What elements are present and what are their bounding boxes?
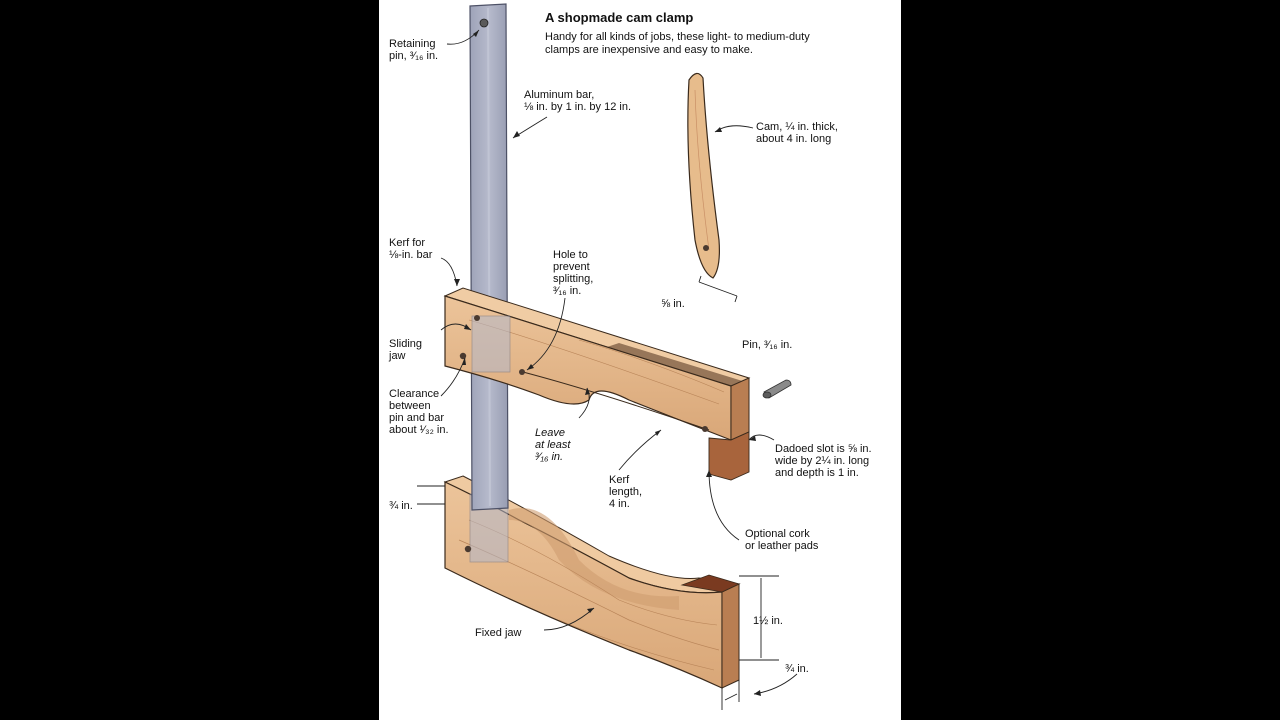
label-aluminum-bar: Aluminum bar,⅛ in. by 1 in. by 12 in. bbox=[524, 89, 632, 113]
label-pin: Pin, ³⁄₁₆ in. bbox=[742, 339, 793, 351]
cam bbox=[687, 72, 720, 279]
diagram-page: A shopmade cam clamp Handy for all kinds… bbox=[379, 0, 901, 720]
label-cam-width: ⅝ in. bbox=[661, 298, 685, 310]
label-jaw-depth: ¾ in. bbox=[785, 663, 809, 675]
clamp-illustration bbox=[417, 3, 798, 710]
label-fixed-jaw: Fixed jaw bbox=[475, 627, 522, 639]
diagram-subtitle: Handy for all kinds of jobs, these light… bbox=[545, 31, 810, 56]
arrow-heads bbox=[454, 30, 761, 696]
aluminum-bar bbox=[469, 3, 509, 511]
diagram-title: A shopmade cam clamp bbox=[545, 10, 694, 25]
pin-part bbox=[762, 379, 792, 399]
label-jaw-height: 1½ in. bbox=[753, 615, 783, 627]
label-cam: Cam, ¼ in. thick,about 4 in. long bbox=[756, 121, 838, 145]
label-jaw-thickness: ¾ in. bbox=[389, 500, 413, 512]
